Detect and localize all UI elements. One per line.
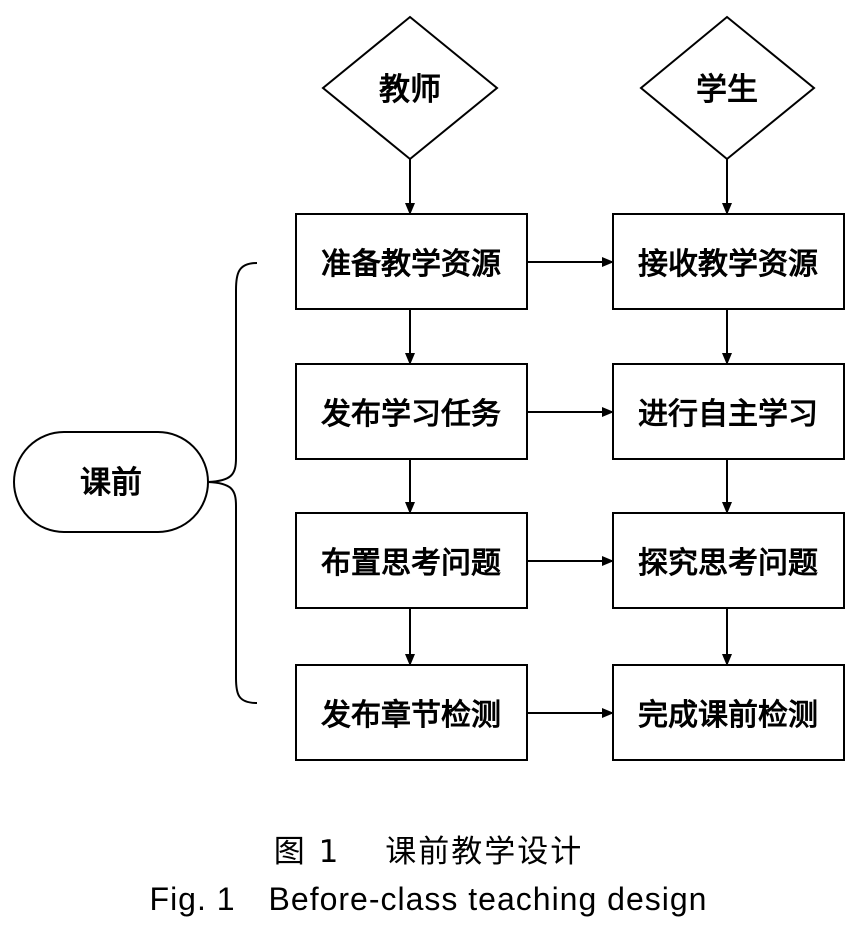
student-diamond: 学生 [639, 15, 816, 161]
figure-caption-en: Fig. 1 Before-class teaching design [149, 881, 708, 917]
teacher-diamond: 教师 [321, 15, 499, 161]
student-step-2: 进行自主学习 [612, 363, 845, 460]
teacher-step-2-label: 发布学习任务 [320, 397, 501, 432]
teacher-step-1-label: 准备教学资源 [321, 247, 501, 282]
student-step-1: 接收教学资源 [612, 213, 845, 310]
student-step-2-label: 进行自主学习 [638, 397, 818, 432]
teacher-step-3-label: 布置思考问题 [321, 546, 501, 581]
student-step-3: 探究思考问题 [612, 512, 845, 609]
teacher-label: 教师 [379, 72, 441, 108]
phase-brace [207, 262, 258, 704]
student-step-3-label: 探究思考问题 [638, 546, 818, 581]
student-label: 学生 [696, 72, 758, 108]
teacher-step-2: 发布学习任务 [295, 363, 528, 460]
teacher-step-1: 准备教学资源 [295, 213, 528, 310]
student-step-4-label: 完成课前检测 [638, 698, 818, 733]
phase-node: 课前 [13, 431, 209, 533]
phase-label: 课前 [80, 465, 142, 501]
teacher-step-4: 发布章节检测 [295, 664, 528, 761]
teacher-step-3: 布置思考问题 [295, 512, 528, 609]
student-step-4: 完成课前检测 [612, 664, 845, 761]
student-step-1-label: 接收教学资源 [638, 247, 818, 282]
teacher-step-4-label: 发布章节检测 [320, 698, 501, 733]
figure-caption-zh: 图 1 课前教学设计 [273, 834, 584, 870]
